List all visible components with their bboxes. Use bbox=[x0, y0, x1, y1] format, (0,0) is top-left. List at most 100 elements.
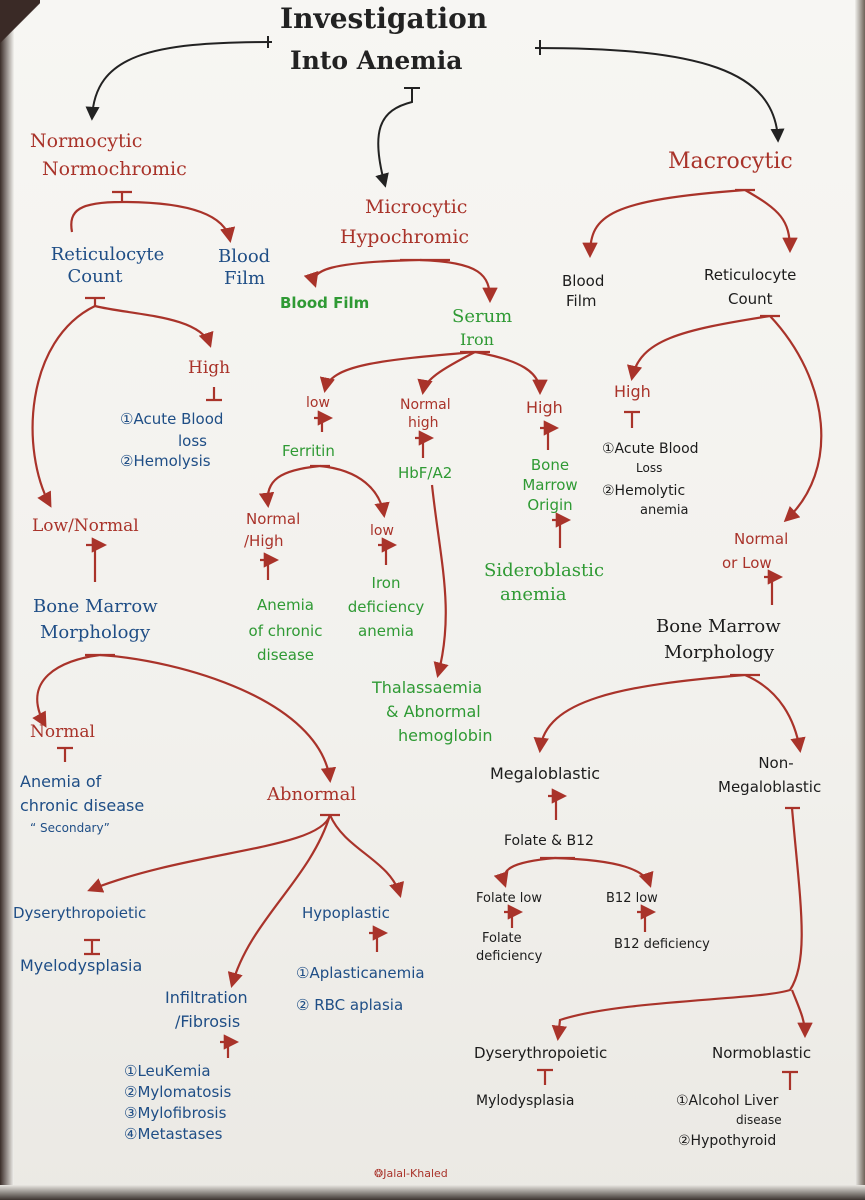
dyserythropoietic-label: Dyserythropoietic bbox=[13, 904, 147, 922]
arrow-bm2-split bbox=[540, 673, 760, 750]
arrow-retic-to-high bbox=[93, 298, 214, 348]
arrow-b12low-to-def bbox=[637, 912, 653, 932]
abnormal-label: Abnormal bbox=[267, 784, 357, 805]
bone-marrow-label: Bone Marrow bbox=[33, 596, 158, 617]
dyserythropoietic-macro-label: Dyserythropoietic bbox=[474, 1044, 608, 1062]
reticulocyte-count-label: Reticulocyte bbox=[50, 244, 165, 265]
abnormal-label-green: & Abnormal bbox=[386, 702, 481, 721]
non-label: Non- bbox=[758, 754, 794, 772]
macrocytic-label: Macrocytic bbox=[668, 149, 793, 174]
macro-cause-1: ①Acute Blood bbox=[602, 441, 699, 457]
b12-low-label: B12 low bbox=[606, 891, 658, 906]
iron-high-label-2: high bbox=[408, 415, 439, 431]
bone-marrow-origin-3: Origin bbox=[527, 496, 573, 514]
blood-film-macro-1: Blood bbox=[562, 272, 605, 290]
arrow-normal-to-result bbox=[57, 746, 73, 762]
bone-marrow-label-2: Morphology bbox=[40, 622, 151, 643]
anemia-chronic-micro-1: Anemia bbox=[257, 596, 314, 614]
arrow-macro-split bbox=[590, 188, 755, 255]
cause-metastases: ④Metastases bbox=[124, 1125, 223, 1143]
arrow-lownormal-to-bm bbox=[86, 545, 104, 582]
arrow-title-to-normocytic bbox=[85, 41, 273, 121]
macro-cause-2b: anemia bbox=[640, 503, 689, 518]
anemia-chronic-micro-2: of chronic bbox=[248, 622, 323, 640]
normochromic-label: Normochromic bbox=[42, 158, 187, 180]
cause-mylomatosis: ②Mylomatosis bbox=[124, 1083, 232, 1101]
arrow-normalhigh-to-hbf bbox=[415, 438, 431, 458]
microcytic-label: Microcytic bbox=[365, 196, 468, 218]
blood-film-micro-label: Blood Film bbox=[280, 294, 370, 312]
arrow-title-to-microcytic bbox=[375, 88, 413, 188]
normal-label: Normal bbox=[30, 722, 95, 742]
normo-cause-1b: disease bbox=[736, 1113, 782, 1127]
cause-leukemia: ①LeuKemia bbox=[124, 1062, 211, 1080]
arrow-retic2-split bbox=[632, 314, 780, 378]
sideroblastic-label: Sideroblastic bbox=[484, 560, 605, 581]
background-edge-bottom bbox=[0, 1185, 865, 1200]
arrow-high2-to-causes bbox=[624, 410, 640, 428]
bone-marrow-origin-2: Marrow bbox=[522, 476, 578, 494]
signature: ❂Jalal-Khaled bbox=[374, 1167, 448, 1180]
arrow-folatelow-to-def bbox=[504, 912, 520, 928]
arrow-normocytic-split bbox=[70, 192, 230, 240]
background-edge-right bbox=[855, 0, 865, 1200]
cause-rbc-aplasia: ② RBC aplasia bbox=[296, 996, 404, 1014]
thalassaemia-label: Thalassaemia bbox=[372, 678, 483, 697]
anemia-chronic-label: Anemia of bbox=[20, 772, 102, 791]
anemia-chronic-label-2: chronic disease bbox=[20, 796, 145, 815]
normo-cause-1: ①Alcohol Liver bbox=[676, 1093, 779, 1109]
b12-deficiency-label: B12 deficiency bbox=[614, 937, 710, 952]
secondary-label: “ Secondary” bbox=[30, 821, 110, 835]
arrow-abnormal-split bbox=[90, 813, 340, 890]
sideroblastic-anemia-label: anemia bbox=[500, 584, 567, 605]
iron-deficiency-3: anemia bbox=[358, 622, 414, 640]
arrow-hypo-to-causes bbox=[369, 933, 385, 952]
ferritin-high-label: /High bbox=[244, 532, 284, 550]
macro-cause-2: ②Hemolytic bbox=[602, 483, 686, 499]
arrow-fnh-to-anemia bbox=[260, 560, 276, 580]
arrow-high-to-bm bbox=[540, 428, 556, 450]
arrow-dys-to-myelo bbox=[84, 938, 100, 956]
normocytic-label: Normocytic bbox=[30, 130, 143, 152]
arrow-dys2-to-mylo bbox=[537, 1068, 553, 1085]
high-cause-1b: loss bbox=[178, 432, 207, 450]
ferritin-label: Ferritin bbox=[282, 442, 335, 460]
arrow-normo-to-causes bbox=[782, 1070, 798, 1090]
arrow-mega-to-folate bbox=[548, 796, 564, 820]
hbf-a2-label: HbF/A2 bbox=[398, 464, 453, 482]
anemia-chronic-micro-3: disease bbox=[257, 646, 314, 664]
folate-deficiency-2: deficiency bbox=[476, 949, 543, 964]
arrow-flow-to-iron bbox=[378, 545, 394, 565]
arrow-ferritin-split bbox=[268, 464, 330, 505]
myelodysplasia-label: Myelodysplasia bbox=[20, 956, 143, 975]
folate-b12-label: Folate & B12 bbox=[504, 833, 594, 849]
cause-mylofibrosis: ③Mylofibrosis bbox=[124, 1104, 227, 1122]
high-label: High bbox=[188, 358, 231, 378]
normo-cause-2: ②Hypothyroid bbox=[678, 1133, 777, 1149]
arrow-bm-split bbox=[37, 653, 115, 725]
folate-deficiency-1: Folate bbox=[482, 931, 522, 946]
arrow-title-to-macrocytic bbox=[534, 47, 785, 143]
folate-low-label: Folate low bbox=[476, 891, 542, 906]
serum-iron-label-2: Iron bbox=[460, 330, 494, 349]
megaloblastic-non-label: Megaloblastic bbox=[718, 778, 822, 796]
blood-film-macro-2: Film bbox=[566, 292, 597, 310]
diagram-subtitle: Into Anemia bbox=[290, 46, 463, 75]
high-cause-1: ①Acute Blood bbox=[120, 410, 224, 428]
arrow-low-to-ferritin bbox=[314, 418, 330, 432]
bone-marrow-origin-1: Bone bbox=[530, 456, 570, 474]
reticulocyte-count-label-2: Count bbox=[67, 266, 123, 287]
iron-deficiency-1: Iron bbox=[371, 574, 401, 592]
blood-film-label-2: Film bbox=[224, 268, 266, 289]
high-macro-label: High bbox=[614, 382, 651, 401]
normal-low-label-2: or Low bbox=[722, 554, 772, 572]
background-edge-left bbox=[0, 0, 14, 1200]
low-normal-label: Low/Normal bbox=[32, 516, 139, 536]
infiltration-label: Infiltration bbox=[165, 988, 248, 1007]
arrow-nl-to-bm bbox=[764, 577, 780, 605]
iron-normal-label: Normal bbox=[400, 397, 451, 413]
bone-marrow-macro-2: Morphology bbox=[664, 642, 775, 663]
macro-cause-1b: Loss bbox=[636, 461, 663, 475]
